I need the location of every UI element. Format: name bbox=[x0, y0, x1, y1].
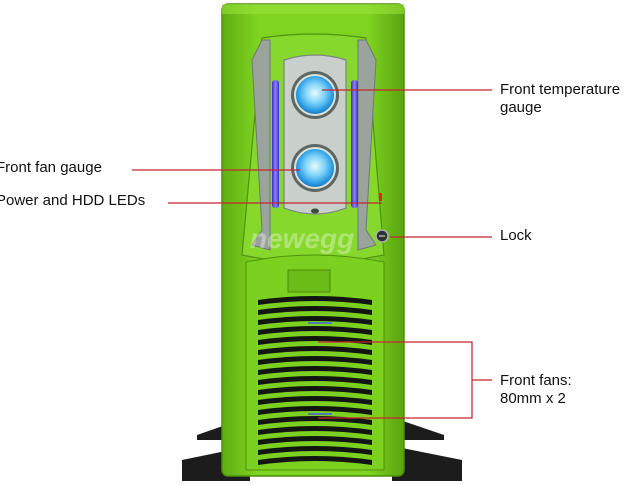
grille-slat bbox=[258, 426, 372, 435]
lock bbox=[375, 229, 389, 243]
grille-slat bbox=[258, 386, 372, 395]
grille-slat bbox=[258, 346, 372, 355]
label-front-fans-line2: 80mm x 2 bbox=[500, 390, 566, 407]
grille-slat bbox=[258, 446, 372, 455]
label-front-temperature-gauge-line2: gauge bbox=[500, 99, 542, 116]
grille-slat bbox=[258, 326, 372, 335]
front-fan-grille bbox=[245, 254, 385, 471]
power-hdd-leds bbox=[311, 193, 382, 214]
grille-slat bbox=[258, 456, 372, 465]
label-front-fans-line1: Front fans: bbox=[500, 372, 572, 389]
grille-slat bbox=[258, 436, 372, 445]
grille-slat bbox=[258, 366, 372, 375]
grille-slat bbox=[258, 296, 372, 305]
grille-slat bbox=[258, 306, 372, 315]
label-front-fan-gauge: Front fan gauge bbox=[0, 159, 102, 176]
grille-slat bbox=[258, 376, 372, 385]
label-lock: Lock bbox=[500, 227, 532, 244]
grille-slat bbox=[258, 396, 372, 405]
grille-slat bbox=[258, 336, 372, 345]
grille-slat bbox=[258, 406, 372, 415]
watermark: newegg bbox=[250, 223, 354, 254]
label-power-hdd-leds: Power and HDD LEDs bbox=[0, 192, 146, 209]
front-fan-gauge bbox=[291, 144, 339, 192]
front-fans bbox=[308, 322, 332, 415]
front-temperature-gauge bbox=[291, 71, 339, 119]
grille-slats bbox=[258, 296, 372, 465]
leader-lines bbox=[132, 89, 492, 419]
grille-slat bbox=[258, 316, 372, 325]
grille-slat bbox=[258, 356, 372, 365]
label-front-temperature-gauge-line1: Front temperature bbox=[500, 81, 621, 98]
led-strips bbox=[272, 80, 358, 208]
